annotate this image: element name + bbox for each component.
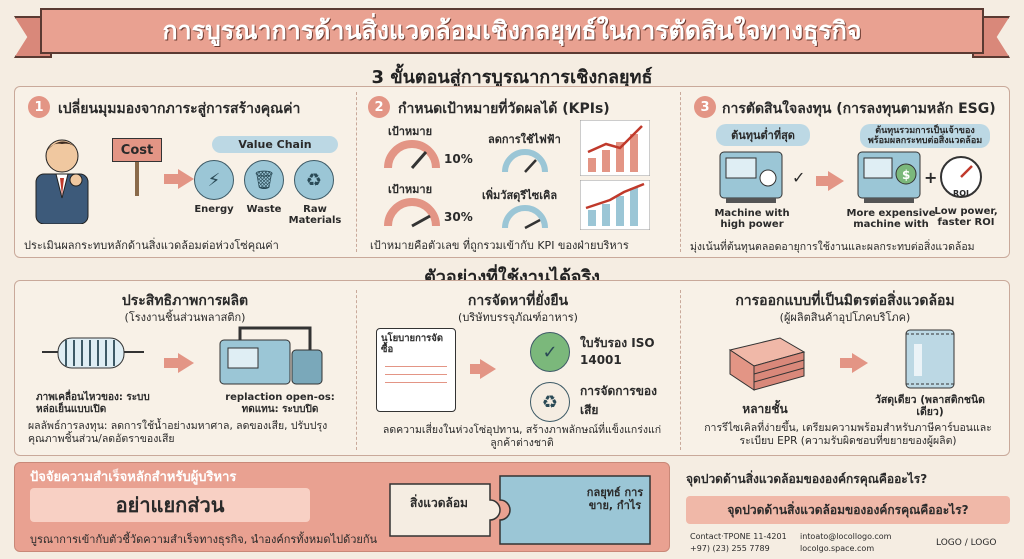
item-energy: Energy (194, 204, 234, 215)
svg-text:$: $ (902, 168, 910, 182)
waste-mgmt-label: การจัดการของเสีย (580, 384, 657, 417)
gauge-icon (384, 198, 440, 228)
key-factor-box: อย่าแยกส่วน (30, 488, 310, 522)
example-title: การออกแบบที่เป็นมิตรต่อสิ่งแวดล้อม (735, 293, 955, 309)
step-desc: มุ่งเน้นที่ต้นทุนตลอดอายุการใช้งานและผลก… (690, 241, 975, 253)
puzzle-right-label: กลยุทธ์ การขาย, กำไร (586, 486, 644, 512)
divider (356, 92, 357, 252)
page-title: การบูรณาการด้านสิ่งแวดล้อมเชิงกลยุทธ์ในก… (162, 16, 862, 45)
arrow-shaft (164, 174, 180, 184)
arrow-icon (178, 353, 194, 373)
step-title: กำหนดเป้าหมายที่วัดผลได้ (KPIs) (398, 101, 610, 117)
machine-icon (719, 151, 783, 203)
divider (680, 290, 681, 450)
roi-gauge-icon (940, 156, 982, 198)
machine2-label: More expensive machine with (846, 208, 936, 230)
closed-system-machine-icon (219, 326, 323, 385)
cost-label: Cost (112, 138, 162, 162)
target-percent: 10% (444, 152, 473, 166)
example-desc: ลดความเสี่ยงในห่วงโซ่อุปทาน, สร้างภาพลัก… (382, 424, 662, 449)
target-label: เป้าหมาย (388, 125, 433, 138)
arrow-icon (480, 359, 496, 379)
open-cooling-icon (42, 337, 144, 369)
businessman-illustration (24, 128, 98, 225)
recycle-icon: ♻ (530, 382, 570, 422)
open-system-label: ภาพเคลื่อนไหวของ: ระบบหล่อเย็นแบบเปิด (36, 392, 150, 415)
arrow-icon (852, 353, 868, 373)
title-banner: การบูรณาการด้านสิ่งแวดล้อมเชิงกลยุทธ์ในก… (40, 8, 984, 54)
cost-sign: Cost (112, 138, 162, 196)
multilayer-label: หลายชั้น (742, 402, 788, 416)
question-box: จุดปวดด้านสิ่งแวดล้อมขององค์กรคุณคืออะไร… (686, 496, 1010, 524)
arrow-icon (828, 171, 844, 191)
example-subtitle: (บริษัทบรรจุภัณฑ์อาหาร) (458, 311, 578, 324)
step-number: 3 (694, 96, 716, 118)
efficient-machine-icon: $ (857, 151, 921, 203)
target-percent: 30% (444, 210, 473, 224)
certificate-icon: ✓ (530, 332, 570, 372)
question-box-text: จุดปวดด้านสิ่งแวดล้อมขององค์กรคุณคืออะไร… (727, 502, 969, 517)
low-power-label: Low power, faster ROI (934, 206, 998, 228)
rising-chart-icon (580, 120, 650, 176)
waste-icon: 🗑 (244, 160, 284, 200)
machine1-label: Machine with high power (714, 208, 790, 230)
kpi-label: เพิ่มวัสดุรีไซเคิล (482, 189, 558, 202)
step-number: 1 (28, 96, 50, 118)
key-factor-desc: บูรณาการเข้ากับตัวชี้วัดความสำเร็จทางธุร… (30, 533, 378, 546)
mono-material-bag-icon (905, 329, 955, 389)
example-title: ประสิทธิภาพการผลิต (121, 293, 249, 309)
gauge-icon (502, 205, 548, 230)
footer-phone: +97) (23) 255 7789 (690, 544, 770, 553)
item-raw-materials: Raw Materials (288, 204, 342, 226)
arrow-shaft (470, 364, 482, 374)
footer-web: locolgo.space.com (800, 544, 875, 553)
policy-clipboard: นโยบายการจัดซื้อ (376, 328, 456, 412)
step-desc: ประเมินผลกระทบหลักด้านสิ่งแวดล้อมต่อห่วง… (24, 239, 279, 252)
example-subtitle: (ผู้ผลิตสินค้าอุปโภคบริโภค) (779, 311, 911, 324)
steps-heading: 3 ขั้นตอนสู่การบูรณาการเชิงกลยุทธ์ (371, 67, 653, 88)
example-result: ผลลัพธ์การลงทุน: ลดการใช้น้ำอย่างมหาศาล,… (28, 420, 328, 445)
arrow-shaft (840, 358, 854, 368)
arrow-shaft (816, 176, 830, 186)
puzzle-left-label: สิ่งแวดล้อม (410, 496, 468, 510)
item-waste: Waste (246, 204, 282, 215)
divider (356, 290, 357, 450)
plus-icon: + (924, 168, 938, 187)
check-icon: ✓ (792, 168, 806, 187)
kpi-label: ลดการใช้ไฟฟ้า (488, 133, 561, 146)
recycle-icon: ♻ (294, 160, 334, 200)
step-title: เปลี่ยนมุมมองจากภาระสู่การสร้างคุณค่า (58, 101, 301, 117)
gauge-icon (502, 149, 548, 173)
mono-label: วัสดุเดียว (พลาสติกชนิดเดียว) (875, 394, 985, 418)
multilayer-package-icon (728, 337, 806, 391)
closed-system-label: replaction open-os: ทดแทน: ระบบปิด (225, 392, 335, 415)
roi-label: ROI (953, 189, 969, 198)
gauge-icon (384, 140, 440, 169)
step-title: การตัดสินใจลงทุน (การลงทุนตามหลัก ESG) (722, 101, 996, 117)
key-factor-heading: ปัจจัยความสำเร็จหลักสำหรับผู้บริหาร (30, 470, 237, 485)
footer-email: intoato@locollogo.com (800, 532, 892, 541)
policy-label: นโยบายการจัดซื้อ (381, 333, 444, 355)
footer-contact: Contact·TPONE 11-4201 (690, 532, 787, 541)
certificate-label: ใบรับรอง ISO 14001 (580, 336, 655, 367)
example-desc: การรีไซเคิลที่ง่ายขึ้น, เตรียมความพร้อมส… (704, 422, 992, 447)
value-chain-label: Value Chain (212, 136, 338, 153)
target-label: เป้าหมาย (388, 183, 433, 196)
energy-icon: ⚡ (194, 160, 234, 200)
footer-logo: LOGO / LOGO (936, 538, 997, 548)
total-cost-label: ต้นทุนรวมการเป็นเจ้าของ พร้อมผลกระทบต่อส… (860, 124, 990, 148)
bar-chart-icon (580, 180, 650, 230)
question-text: จุดปวดด้านสิ่งแวดล้อมขององค์กรคุณคืออะไร… (686, 472, 928, 486)
example-subtitle: (โรงงานชิ้นส่วนพลาสติก) (124, 311, 246, 324)
puzzle-icon (389, 475, 651, 545)
lowest-cost-label: ต้นทุนต่ำที่สุด (716, 124, 810, 146)
arrow-shaft (164, 358, 180, 368)
arrow-icon (178, 169, 194, 189)
step-number: 2 (368, 96, 390, 118)
example-title: การจัดหาที่ยั่งยืน (467, 293, 569, 309)
step-desc: เป้าหมายคือตัวเลข ที่ถูกรวมเข้ากับ KPI ข… (370, 239, 629, 252)
divider (680, 92, 681, 252)
key-factor-text: อย่าแยกส่วน (115, 493, 225, 517)
